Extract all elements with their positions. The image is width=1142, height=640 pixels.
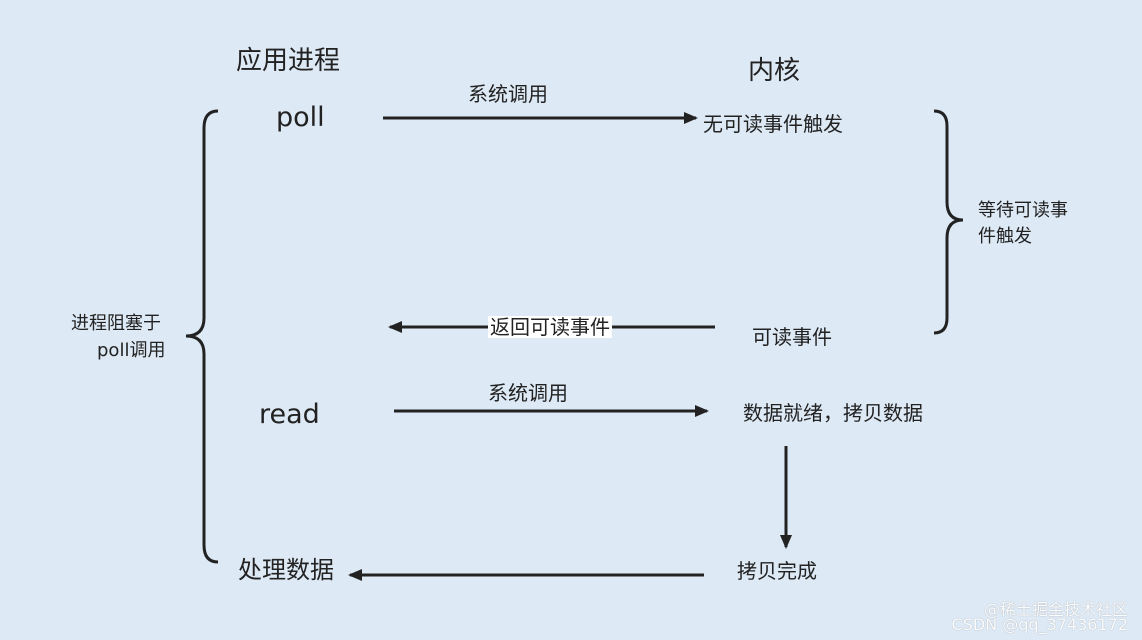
syscall-label-2: 系统调用 (488, 381, 568, 405)
app-process-heading: 应用进程 (236, 46, 341, 76)
blocked-label-line1: 进程阻塞于 (71, 313, 161, 334)
blocked-label-line2: poll调用 (97, 340, 166, 361)
poll-label: poll (276, 102, 325, 133)
read-label: read (259, 399, 320, 430)
wait-label-line1: 等待可读事 (978, 200, 1068, 221)
readable-event-label: 可读事件 (752, 325, 832, 349)
process-data-label: 处理数据 (238, 556, 334, 584)
data-ready-label: 数据就绪，拷贝数据 (743, 401, 923, 425)
right-brace (933, 109, 964, 335)
no-event-label: 无可读事件触发 (703, 112, 843, 136)
return-event-label: 返回可读事件 (488, 315, 612, 339)
copy-done-label: 拷贝完成 (737, 559, 817, 583)
watermark-csdn: CSDN @qq_37436172 (951, 615, 1128, 634)
syscall-label-1: 系统调用 (468, 82, 548, 106)
wait-label-line2: 件触发 (978, 226, 1032, 247)
watermark-juejin: @稀土掘金技术社区 (983, 600, 1128, 619)
left-brace (185, 109, 219, 564)
kernel-heading: 内核 (748, 56, 801, 86)
